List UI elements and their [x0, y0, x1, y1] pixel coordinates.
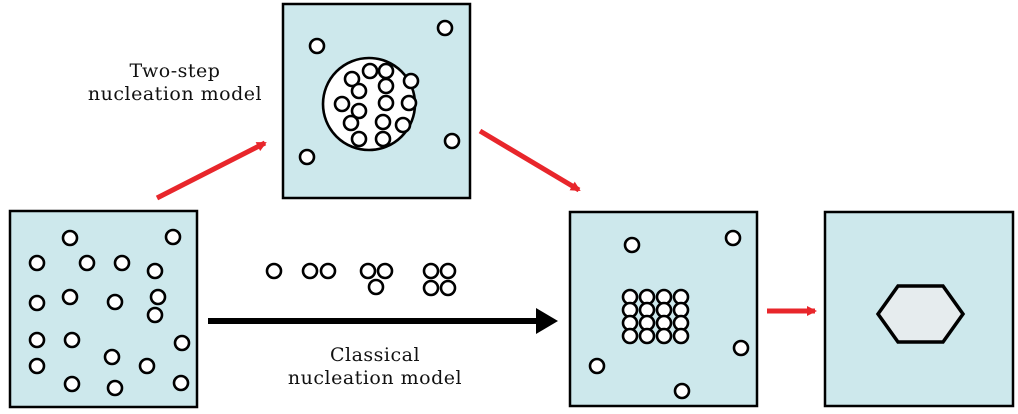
solute-particle [308, 37, 326, 55]
solute-particle [443, 132, 461, 150]
classical-tetramer [439, 262, 457, 280]
initial-solution-particle [28, 294, 46, 312]
initial-solution-particle [61, 288, 79, 306]
ordered-panel-particle [732, 339, 750, 357]
initial-solution-particle [61, 229, 79, 247]
droplet-molecule [377, 62, 395, 80]
classical-dimer [319, 262, 337, 280]
droplet-molecule [350, 102, 368, 120]
classical-label-line2: nucleation model [287, 367, 463, 389]
ordered-nucleus-molecule [655, 327, 673, 345]
initial-solution-particle [106, 379, 124, 397]
droplet-molecule [374, 113, 392, 131]
classical-tetramer [439, 279, 457, 297]
solute-particle [436, 19, 454, 37]
solute-particle [298, 148, 316, 166]
classical-tetramer [422, 262, 440, 280]
initial-solution-particle [164, 228, 182, 246]
initial-solution-particle [63, 375, 81, 393]
ordered-nucleus-molecule [638, 327, 656, 345]
initial-solution-particle [146, 306, 164, 324]
droplet-molecule [394, 116, 412, 134]
initial-solution-particle [28, 254, 46, 272]
classical-trimer [367, 278, 385, 296]
classical-trimer [376, 262, 394, 280]
initial-solution-particle [63, 331, 81, 349]
ordered-nucleus-molecule [672, 327, 690, 345]
classical-trimer [359, 262, 377, 280]
two-step-model-label: Two-step nucleation model [40, 60, 310, 106]
droplet-molecule [342, 114, 360, 132]
particles-layer [28, 19, 750, 400]
arrow-to-two-step [155, 140, 267, 201]
ordered-panel-particle [588, 357, 606, 375]
classical-label-line1: Classical [329, 344, 421, 366]
droplet-molecule [350, 130, 368, 148]
arrow-from-two-step [478, 128, 581, 193]
droplet-molecule [350, 82, 368, 100]
two-step-label-line1: Two-step [129, 60, 221, 82]
initial-solution-particle [78, 254, 96, 272]
initial-solution-particle [106, 293, 124, 311]
droplet-molecule [343, 70, 361, 88]
droplet-molecule [374, 130, 392, 148]
classical-tetramer [422, 279, 440, 297]
ordered-nucleus-molecule [621, 327, 639, 345]
droplet-molecule [333, 95, 351, 113]
droplet-molecule [400, 94, 418, 112]
initial-solution-particle [28, 331, 46, 349]
initial-solution-particle [173, 334, 191, 352]
ordered-panel-particle [673, 382, 691, 400]
droplet-molecule [377, 77, 395, 95]
initial-solution-particle [172, 374, 190, 392]
droplet-molecule [377, 94, 395, 112]
ordered-panel-particle [724, 229, 742, 247]
initial-solution-particle [138, 357, 156, 375]
ordered-panel-particle [623, 236, 641, 254]
droplet-molecule [402, 72, 420, 90]
initial-solution-particle [113, 254, 131, 272]
crystal-hexagon-icon [875, 284, 966, 344]
arrow-classical-head [536, 308, 558, 334]
classical-monomer [265, 262, 283, 280]
initial-solution-particle [103, 348, 121, 366]
classical-dimer [301, 262, 319, 280]
initial-solution-particle [149, 288, 167, 306]
two-step-label-line2: nucleation model [87, 83, 263, 105]
droplet-molecule [361, 62, 379, 80]
initial-solution-particle [28, 357, 46, 375]
classical-model-label: Classical nucleation model [240, 344, 510, 390]
initial-solution-particle [146, 262, 164, 280]
